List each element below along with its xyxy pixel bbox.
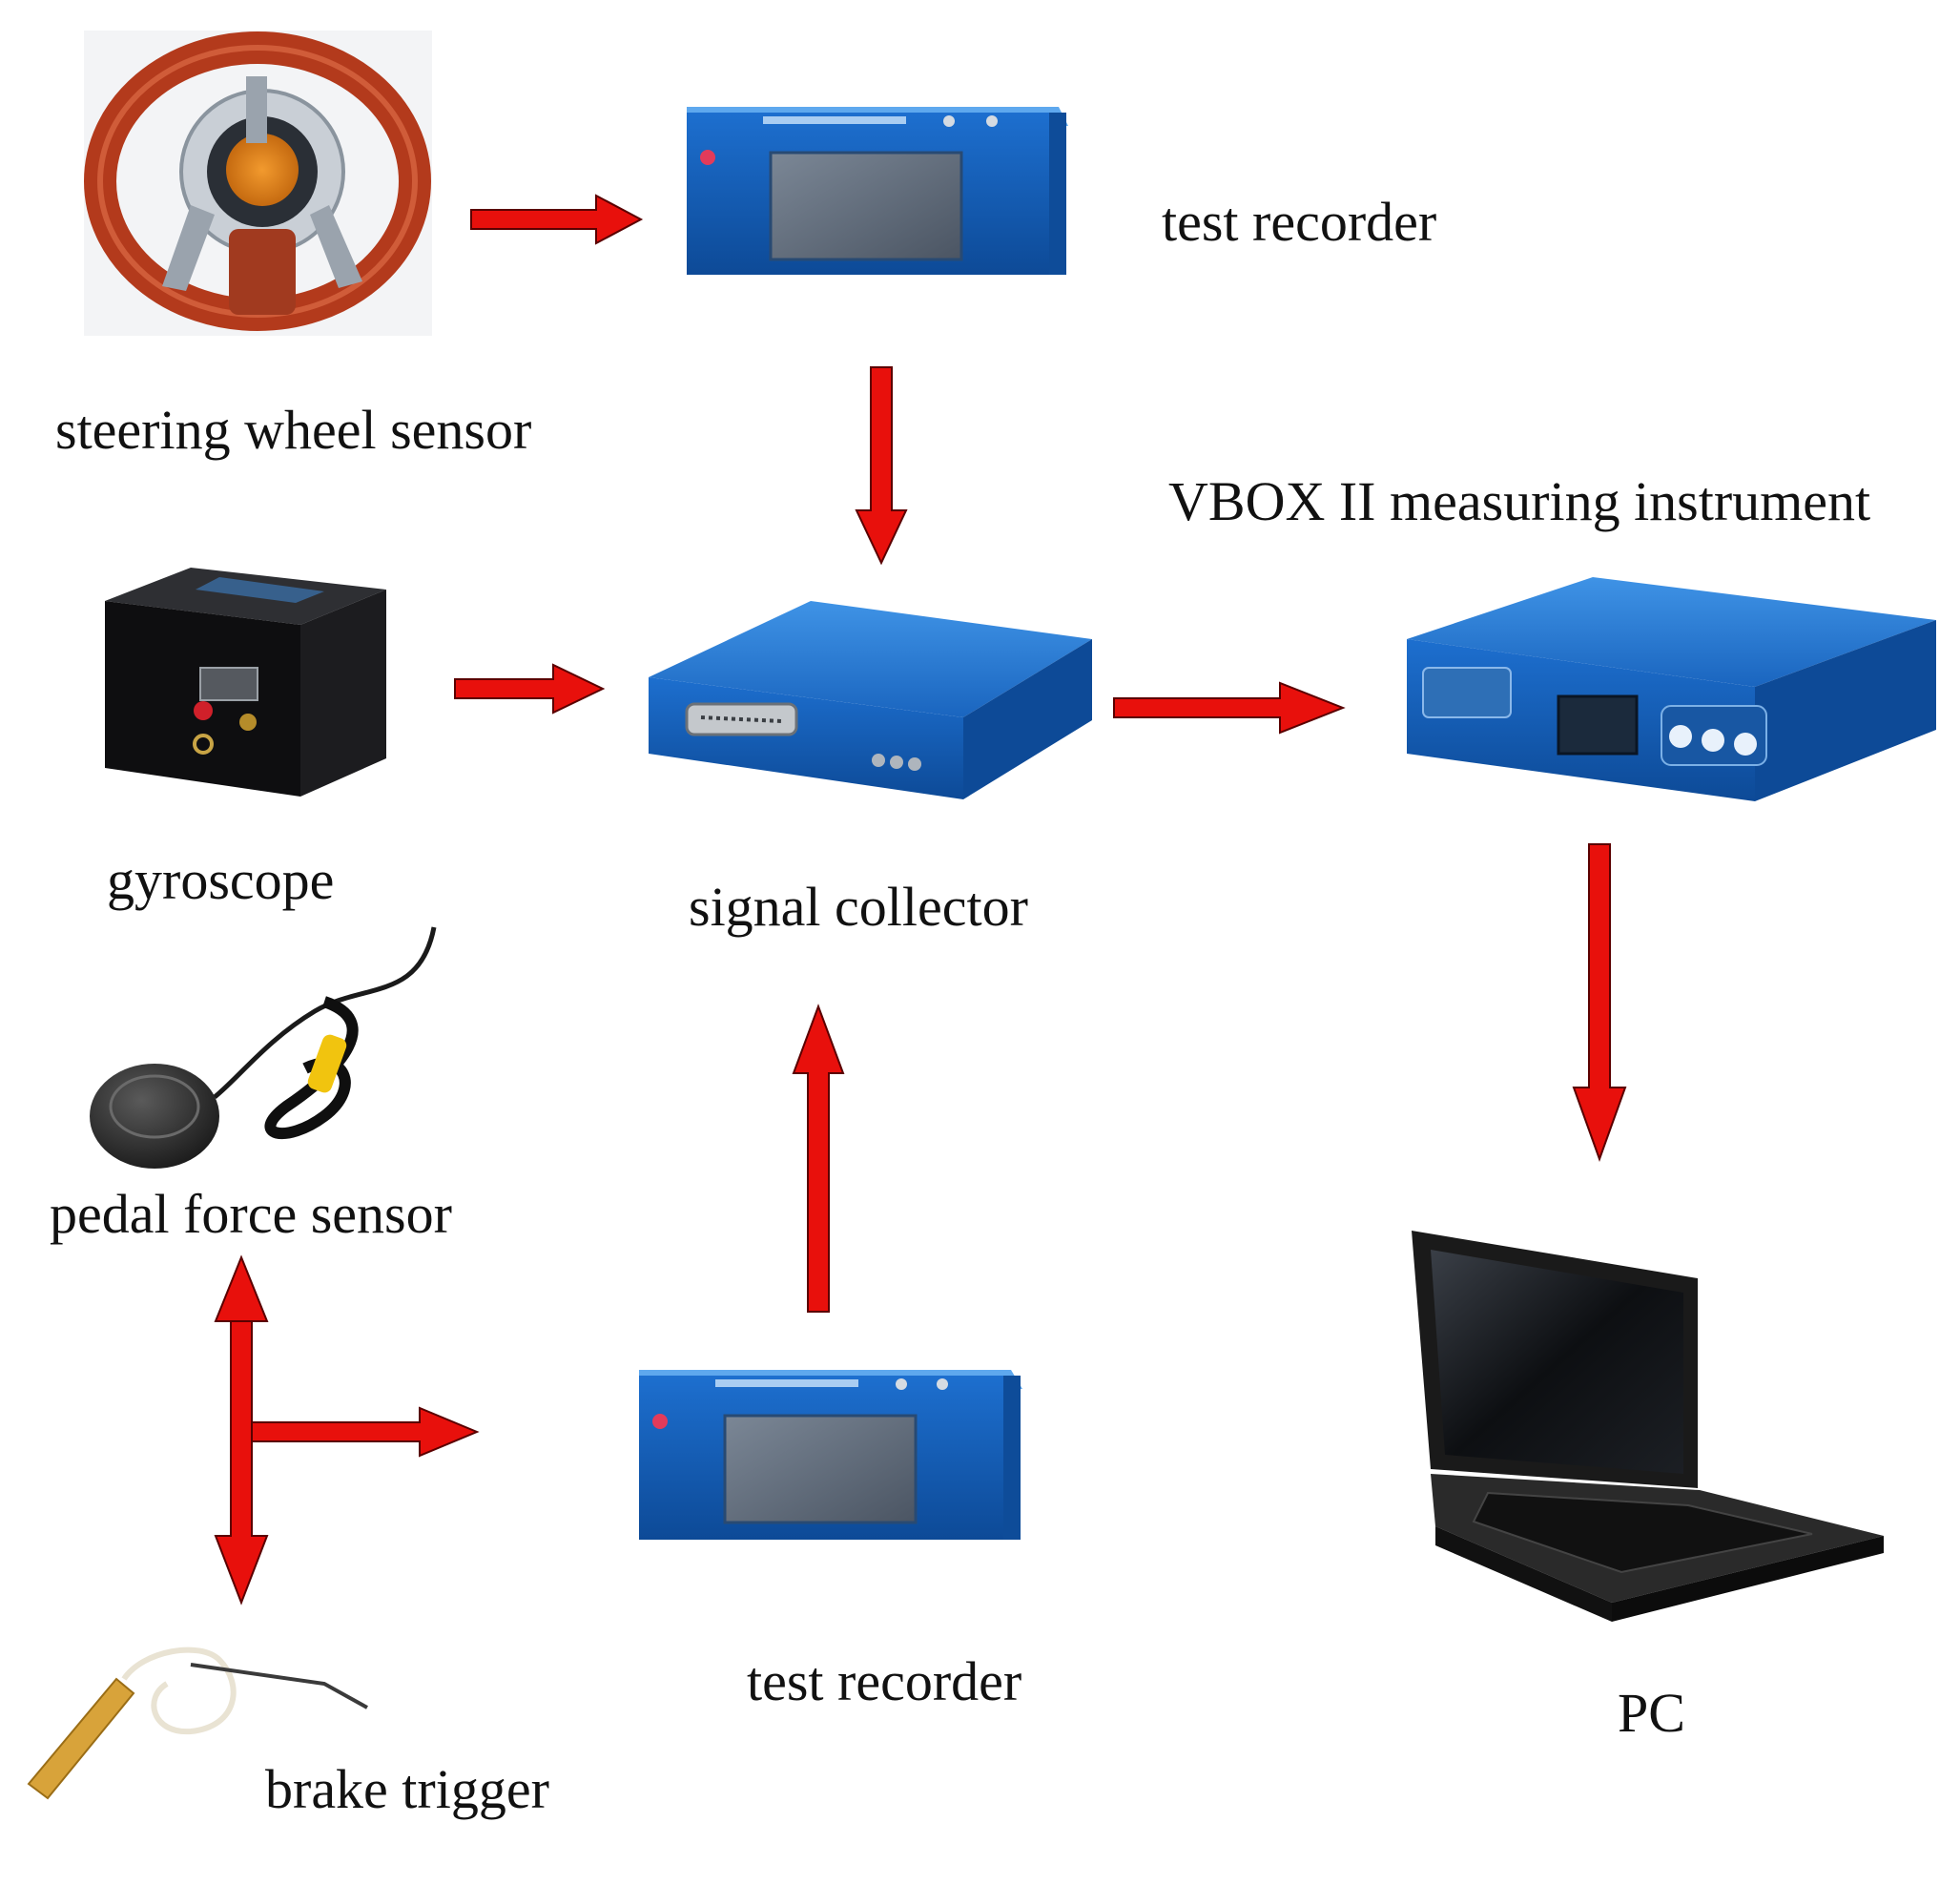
brake-trigger-icon [27, 1647, 368, 1800]
arrow-recorder-to-collector-up [792, 1004, 845, 1313]
label-test-recorder-top: test recorder [1162, 191, 1436, 253]
label-vbox: VBOX II measuring instrument [1168, 470, 1870, 532]
steering-wheel-icon [84, 31, 432, 336]
arrow-pedal-to-recorder [251, 1406, 480, 1458]
label-gyroscope: gyroscope [107, 849, 334, 911]
arrow-collector-to-vbox [1113, 681, 1346, 735]
laptop-icon [1412, 1231, 1884, 1622]
arrow-wheel-to-recorder [470, 194, 644, 245]
label-test-recorder-bottom: test recorder [747, 1650, 1021, 1712]
label-brake-trigger: brake trigger [265, 1758, 549, 1820]
test-recorder-icon [687, 107, 1068, 275]
label-pedal-force-sensor: pedal force sensor [50, 1183, 452, 1245]
vbox-icon [1407, 577, 1936, 801]
arrow-vbox-to-pc [1572, 843, 1627, 1162]
arrow-recorder-to-collector [855, 366, 908, 566]
signal-collector-icon [649, 601, 1092, 799]
gyroscope-icon [105, 568, 386, 797]
arrow-pedal-brake-bidirectional [214, 1254, 269, 1605]
arrow-gyroscope-to-collector [454, 663, 606, 715]
label-signal-collector: signal collector [689, 876, 1028, 938]
pedal-sensor-icon [90, 926, 437, 1169]
label-steering-wheel-sensor: steering wheel sensor [55, 399, 531, 461]
test-recorder-icon [639, 1370, 1022, 1540]
label-pc: PC [1618, 1682, 1685, 1744]
